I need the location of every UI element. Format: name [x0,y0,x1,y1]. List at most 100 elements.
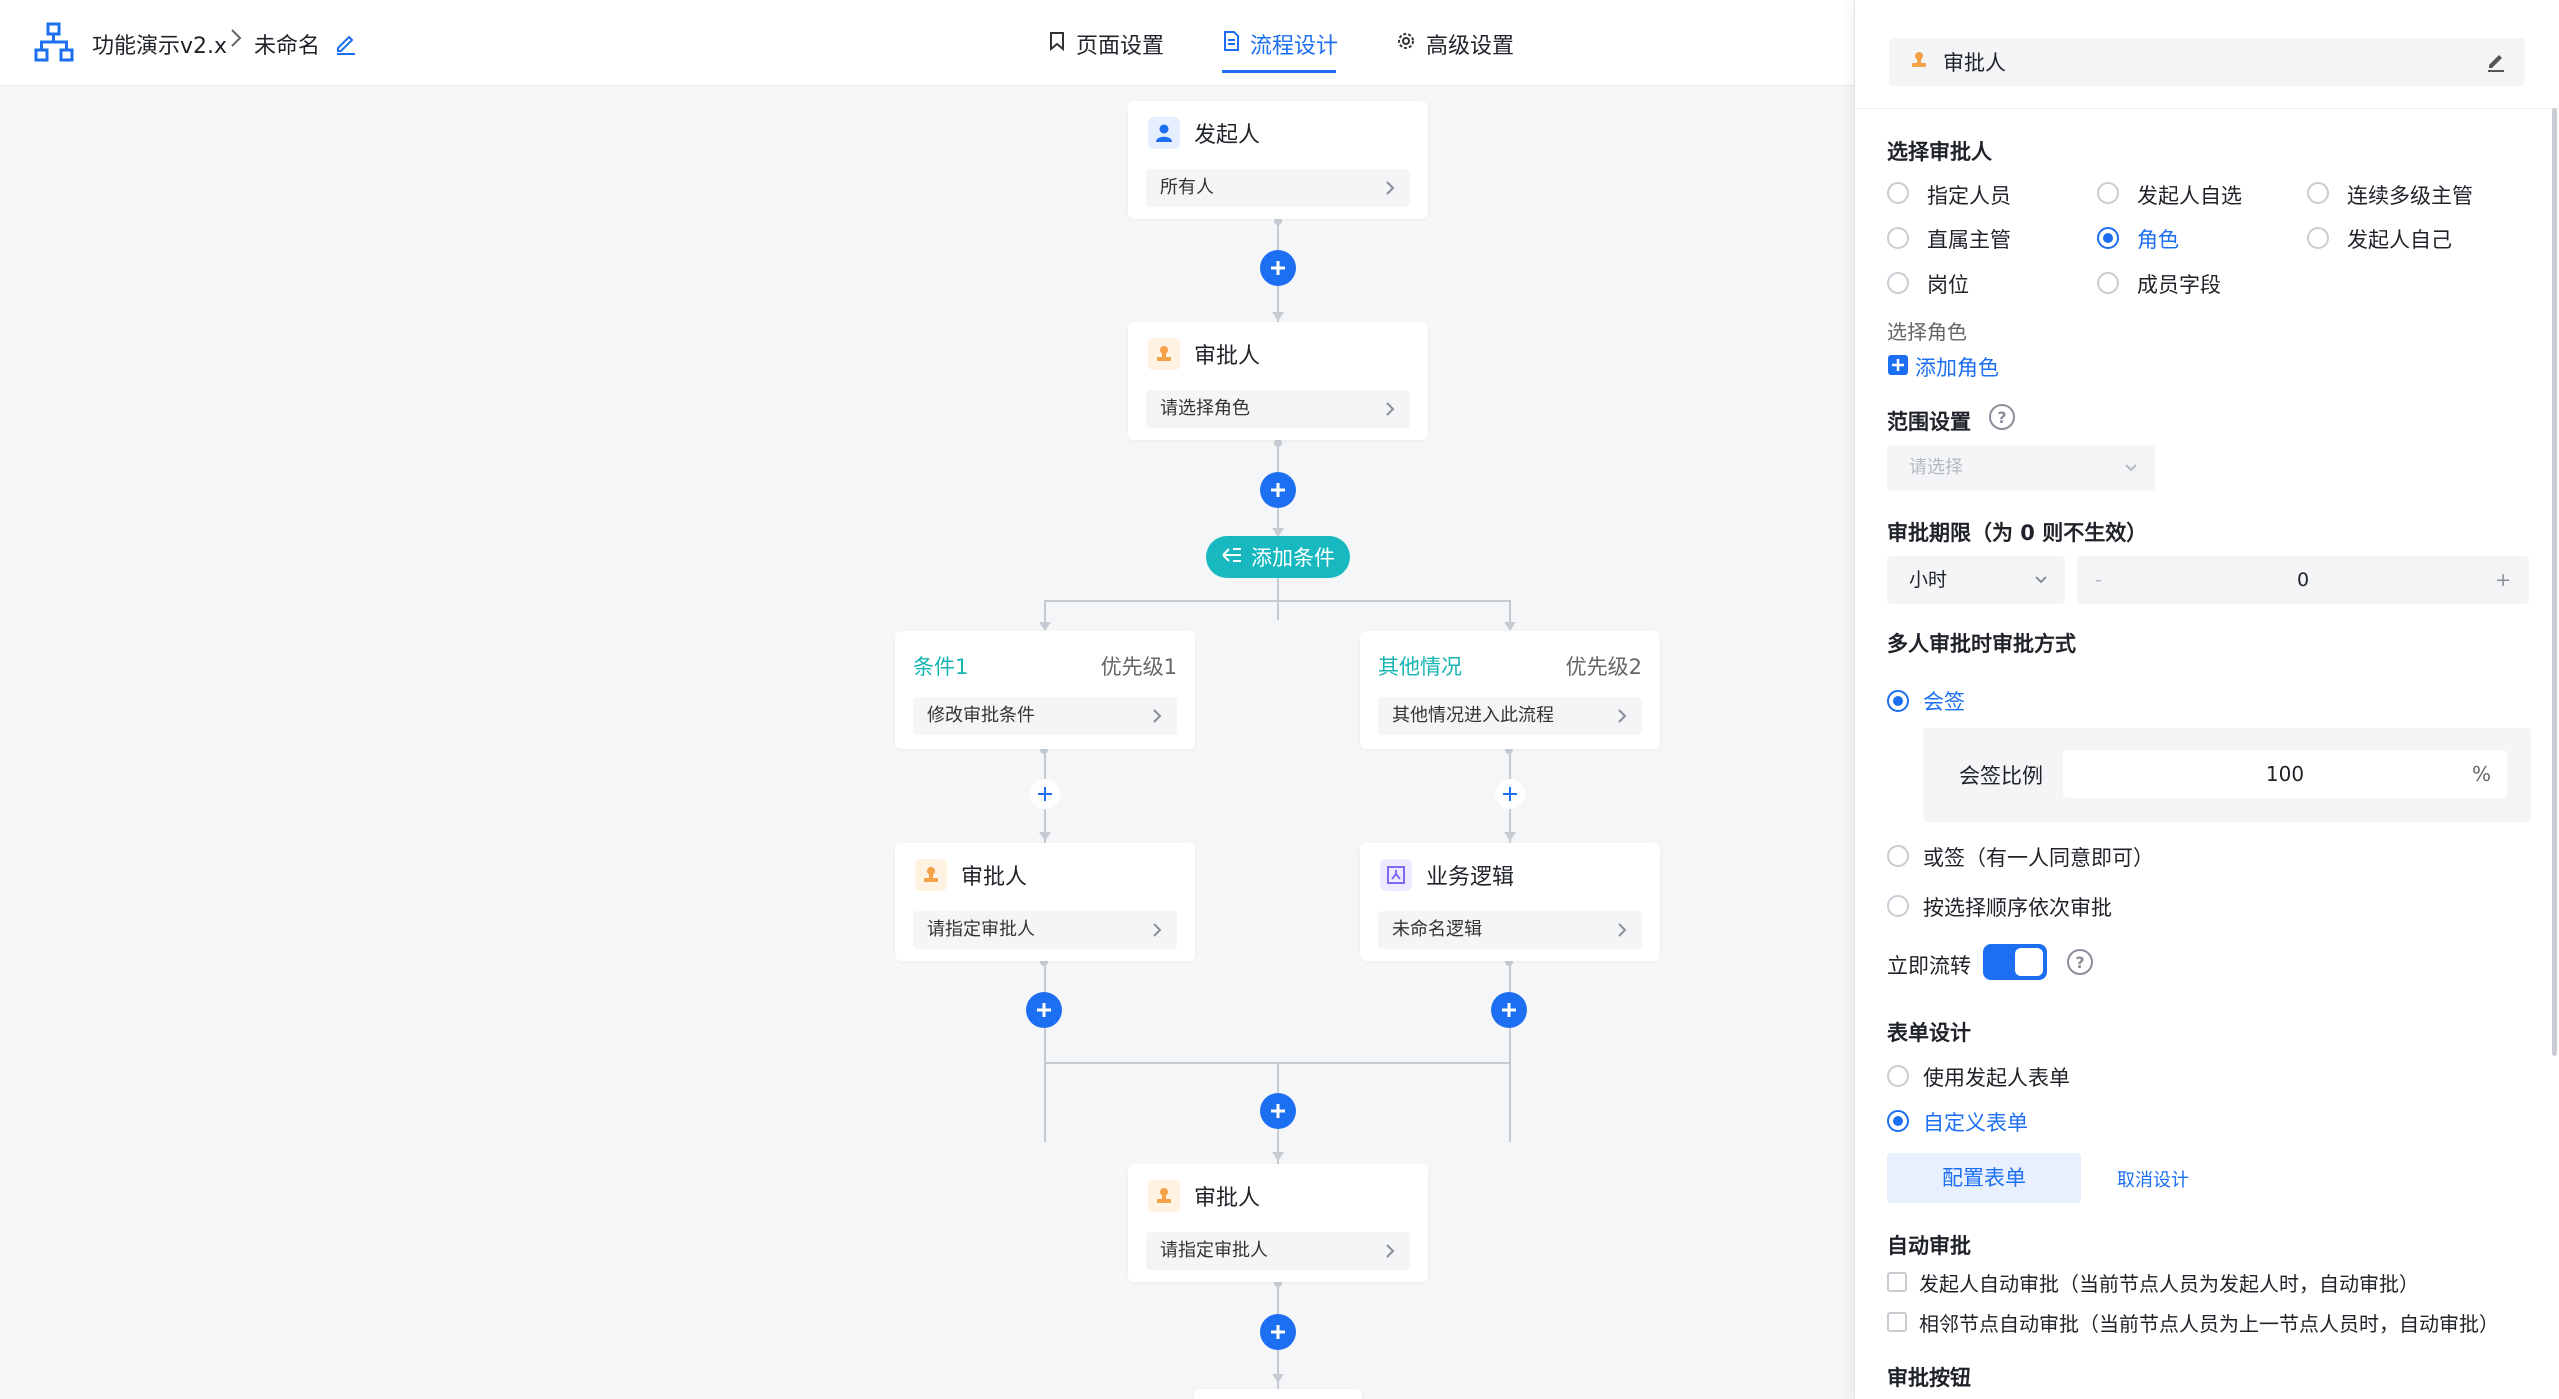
radio-initiator-self[interactable] [2307,227,2329,249]
edit-icon[interactable] [2485,50,2507,77]
initiator-node[interactable]: 发起人 所有人 [1128,101,1428,219]
option-label: 角色 [2137,228,2179,252]
add-node-button[interactable] [1495,779,1525,809]
arrow-icon [1272,1374,1284,1383]
node-value[interactable]: 未命名逻辑 [1378,911,1642,949]
edit-name-icon[interactable] [334,31,358,59]
approver-node[interactable]: 审批人 请选择角色 [1128,322,1428,440]
checkbox-initiator-auto[interactable] [1887,1272,1907,1292]
connector-dot [1274,1279,1282,1287]
node-value[interactable]: 请指定审批人 [913,911,1177,949]
radio-member-field[interactable] [2097,272,2119,294]
scope-placeholder: 请选择 [1909,457,1963,478]
checkbox-adjacent-auto[interactable] [1887,1312,1907,1332]
panel-title-field[interactable]: 审批人 [1889,38,2525,86]
business-logic-node[interactable]: 业务逻辑 未命名逻辑 [1360,843,1660,961]
document-icon [1222,31,1240,57]
radio-position[interactable] [1887,272,1909,294]
flow-chart-icon [34,22,74,66]
approver-node[interactable]: 审批人 请指定审批人 [1128,1164,1428,1282]
flow-canvas[interactable]: 发起人 所有人 审批人 请选择角色 添加条件 条件1 优先级1 [0,86,1854,1399]
node-value[interactable]: 所有人 [1146,169,1410,207]
add-node-button[interactable] [1030,779,1060,809]
approver-node[interactable]: 审批人 请指定审批人 [895,843,1195,961]
chevron-right-icon [1151,911,1163,961]
chevron-right-icon [1151,697,1163,747]
node-header: 业务逻辑 [1380,859,1514,891]
section-select-approver: 选择审批人 [1887,140,1992,164]
node-value[interactable]: 修改审批条件 [913,697,1177,735]
section-deadline: 审批期限（为 0 则不生效） [1887,521,2148,545]
deadline-value: 0 [2296,569,2310,591]
radio-designated-member[interactable] [1887,182,1909,204]
option-label: 直属主管 [1927,228,2011,252]
add-node-button[interactable] [1491,992,1527,1028]
chevron-down-icon [2123,445,2139,509]
node-header: 审批人 [915,859,1027,891]
ratio-input[interactable]: 100 % [2063,750,2507,798]
add-node-button[interactable] [1026,992,1062,1028]
active-tab-indicator [1222,70,1336,73]
chevron-down-icon [2033,556,2049,622]
instant-transfer-toggle[interactable] [1983,944,2047,980]
radio-custom-form[interactable] [1887,1110,1909,1132]
radio-initiator-choose[interactable] [2097,182,2119,204]
condition-priority: 优先级2 [1565,655,1642,679]
node-value[interactable]: 请指定审批人 [1146,1232,1410,1270]
section-scope: 范围设置 [1887,410,1971,434]
condition-node[interactable]: 条件1 优先级1 修改审批条件 [895,631,1195,749]
decrement-button[interactable]: - [2095,569,2102,591]
instant-transfer-label: 立即流转 [1887,954,1971,978]
tab-flow-design[interactable]: 流程设计 [1222,28,1338,60]
app-name[interactable]: 功能演示v2.x [92,34,228,59]
use-initiator-form-label: 使用发起人表单 [1923,1066,2070,1090]
plus-square-icon [1887,354,1909,381]
panel-scrollbar[interactable] [2552,108,2557,1056]
tab-advanced-settings[interactable]: 高级设置 [1396,28,1514,60]
radio-or-sign[interactable] [1887,845,1909,867]
radio-multi-level-supervisor[interactable] [2307,182,2329,204]
initiator-auto-label: 发起人自动审批（当前节点人员为发起人时，自动审批） [1919,1272,2419,1296]
logic-icon [1380,859,1412,891]
chevron-right-icon [1384,169,1396,219]
branch-split-line [1044,600,1510,602]
node-header: 发起人 [1148,117,1260,149]
approver-settings-panel: 审批人 选择审批人 指定人员 发起人自选 连续多级主管 直属主管 角色 发起人自… [1854,0,2559,1399]
node-value[interactable]: 其他情况进入此流程 [1378,697,1642,735]
radio-sequential[interactable] [1887,895,1909,917]
deadline-number-input[interactable]: - 0 + [2077,556,2529,604]
end-node[interactable] [1194,1389,1362,1399]
connector-line [1044,600,1046,630]
tab-page-settings[interactable]: 页面设置 [1048,28,1164,60]
cancel-design-link[interactable]: 取消设计 [2117,1170,2189,1191]
help-icon[interactable]: ? [1989,404,2015,430]
configure-form-button[interactable]: 配置表单 [1887,1153,2081,1203]
add-node-button[interactable] [1260,1314,1296,1350]
node-header: 审批人 [1148,1180,1260,1212]
node-value[interactable]: 请选择角色 [1146,390,1410,428]
add-node-button[interactable] [1260,250,1296,286]
connector-dot [1274,217,1282,225]
sequential-label: 按选择顺序依次审批 [1923,896,2112,920]
node-value-text: 修改审批条件 [927,705,1035,726]
add-node-button[interactable] [1260,472,1296,508]
radio-countersign[interactable] [1887,690,1909,712]
adjacent-auto-label: 相邻节点自动审批（当前节点人员为上一节点人员时，自动审批） [1919,1312,2499,1336]
deadline-unit-select[interactable]: 小时 [1887,556,2065,604]
help-icon[interactable]: ? [2067,949,2093,975]
node-title: 审批人 [961,865,1028,890]
condition-priority: 优先级1 [1100,655,1177,679]
increment-button[interactable]: + [2495,569,2511,591]
radio-role[interactable] [2097,227,2119,249]
tab-label: 高级设置 [1426,34,1515,59]
option-label: 指定人员 [1927,184,2011,208]
add-node-button[interactable] [1260,1093,1296,1129]
radio-use-initiator-form[interactable] [1887,1065,1909,1087]
add-condition-button[interactable]: 添加条件 [1206,536,1350,578]
condition-node[interactable]: 其他情况 优先级2 其他情况进入此流程 [1360,631,1660,749]
scope-select[interactable]: 请选择 [1887,445,2155,491]
ratio-label: 会签比例 [1959,764,2043,788]
radio-direct-supervisor[interactable] [1887,227,1909,249]
add-role-button[interactable]: 添加角色 [1887,352,1999,382]
node-value-text: 其他情况进入此流程 [1392,705,1554,726]
